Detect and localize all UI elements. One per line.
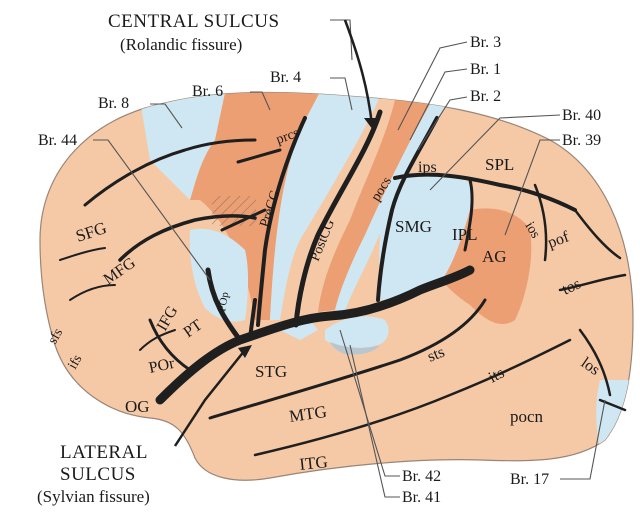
area-br39 [442,208,532,325]
sts-label: sts [425,344,447,366]
br40-label: Br. 40 [562,107,601,124]
smg-label: SMG [395,217,432,236]
itg-label: ITG [298,452,328,474]
br17-label: Br. 17 [510,471,549,488]
lateral-sulcus-line [155,265,475,405]
area-br17 [596,380,633,450]
pop-label: POp [216,291,231,313]
hatched-region [212,196,256,226]
sfs-label: sfs [45,326,66,347]
sulcus-label: SULCUS [60,464,136,485]
por-label: POr [147,355,176,377]
br6-label: Br. 6 [192,83,223,100]
br3-label: Br. 3 [470,34,501,51]
postcentral-sulcus-line [376,116,439,302]
its-label: its [486,364,507,386]
og-label: OG [125,397,150,416]
br44-label: Br. 44 [38,132,77,149]
area-br41-42 [325,316,389,349]
inferior-temporal-sulcus-line [253,338,572,457]
ipl-label: IPL [452,225,478,244]
br42-label: Br. 42 [402,468,441,485]
br39-label: Br. 39 [562,132,601,149]
ips-label: ips [418,159,437,176]
br8-label: Br. 8 [98,95,129,112]
stg-label: STG [255,362,287,381]
sylvian-fissure-label: (Sylvian fissure) [37,487,150,506]
central-sulcus-label: CENTRAL SULCUS [108,11,280,32]
ifs-label: ifs [65,352,85,372]
area-br1-br2 [318,100,430,312]
br4-label: Br. 4 [270,69,301,86]
inferior-frontal-sulcus-line [118,214,257,262]
area-br8 [140,93,225,200]
brodmann-areas [140,92,633,450]
ag-label: AG [482,247,507,266]
leader-lines [93,19,606,498]
intraparietal-sulcus-line [393,172,577,212]
spl-label: SPL [485,155,514,174]
pocn-label: pocn [510,407,544,426]
precentral-sulcus-line [256,116,307,327]
superior-frontal-sulcus-line [83,138,257,207]
area-temporal-blue [280,320,318,340]
br2-label: Br. 2 [470,88,501,105]
lateral-label: LATERAL [60,442,148,463]
pof-label: pof [546,228,572,251]
superior-temporal-sulcus-line [208,298,487,420]
br1-label: Br. 1 [470,61,501,78]
br41-label: Br. 41 [402,489,441,506]
area-br41-gray [330,342,380,355]
central-sulcus-line [293,109,383,328]
area-br44 [189,228,249,322]
rolandic-fissure-label: (Rolandic fissure) [120,35,242,54]
area-br4 [270,92,380,320]
prcs-label: prcs [274,126,301,148]
tos-label: tos [560,275,584,298]
ios-label: ios [522,220,543,242]
area-br3 [298,97,395,320]
